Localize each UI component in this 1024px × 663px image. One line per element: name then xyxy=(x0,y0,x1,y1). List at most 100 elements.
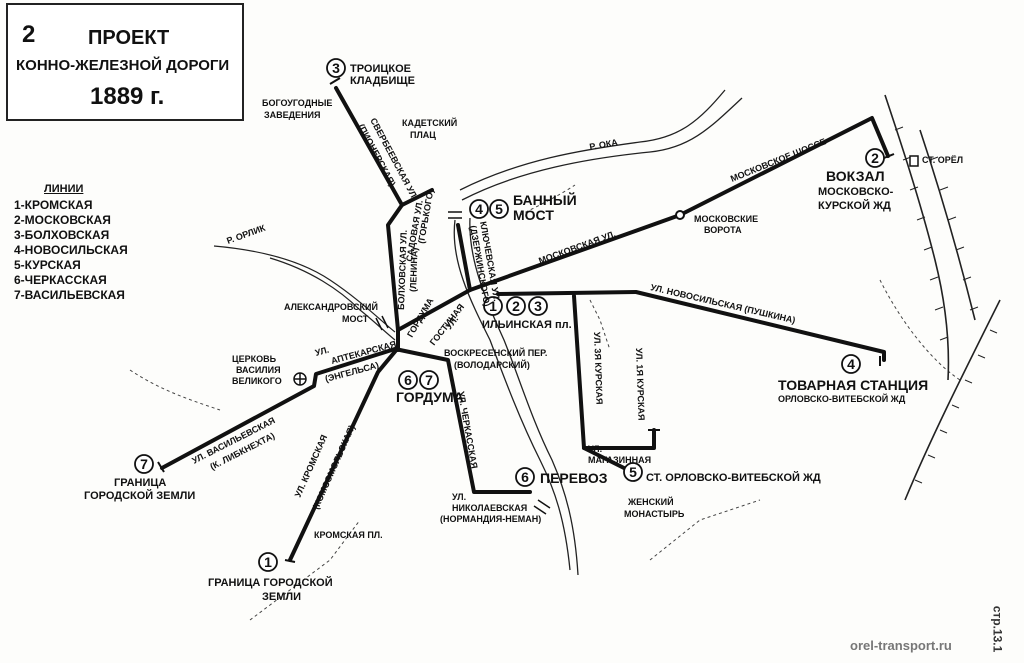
outskirt-roads xyxy=(129,184,961,621)
gorduma-number-7: 7 xyxy=(425,372,433,388)
street-cherkasskaya: УЛ. ЧЕРКАССКАЯ xyxy=(456,391,479,470)
page-number: стр.13.1 xyxy=(990,600,1022,660)
ilinsk-number-3: 3 xyxy=(534,298,542,314)
street-nikolaevskaya-1: УЛ. xyxy=(452,492,466,502)
alex-bridge-label-1: АЛЕКСАНДРОВСКИЙ xyxy=(284,301,378,312)
station-2-label-2: МОСКОВСКО- xyxy=(818,186,894,198)
legend-item: 2-МОСКОВСКАЯ xyxy=(14,213,111,227)
kromskaya-square-label: КРОМСКАЯ ПЛ. xyxy=(314,530,383,540)
legend-item: 7-ВАСИЛЬЕВСКАЯ xyxy=(14,288,125,302)
line-kurskaya xyxy=(572,294,656,450)
station-6-label: ПЕРЕВОЗ xyxy=(540,470,608,486)
convent-label-2: МОНАСТЫРЬ xyxy=(624,509,685,519)
gorduma-label: ГОРДУМА xyxy=(396,389,464,405)
station-5-number: 5 xyxy=(629,464,637,480)
title-number: 2 xyxy=(22,21,36,48)
kadet-label-2: ПЛАЦ xyxy=(410,130,436,140)
street-nikolaevskaya-2: НИКОЛАЕВСКАЯ xyxy=(452,503,527,513)
station-2-label-3: КУРСКОЙ ЖД xyxy=(818,199,891,212)
legend-item: 6-ЧЕРКАССКАЯ xyxy=(14,273,107,287)
station-3-label-2: КЛАДБИЩЕ xyxy=(350,75,415,87)
street-kurskaya-3: УЛ. 3Я КУРСКАЯ xyxy=(592,332,605,405)
page-number-text: стр.13.1 xyxy=(990,605,1005,653)
ilinsk-number-1: 1 xyxy=(489,298,497,314)
station-7-label-1: ГРАНИЦА xyxy=(114,477,166,489)
street-bolkhovskaya-2: (ЛЕНИНА) xyxy=(408,247,420,292)
railway-ties xyxy=(894,126,998,484)
source-watermark: orel-transport.ru xyxy=(850,638,952,653)
station-4-label-1: ТОВАРНАЯ СТАНЦИЯ xyxy=(778,377,928,393)
line-kromskaya xyxy=(288,346,400,562)
moscow-gate-label-1: МОСКОВСКИЕ xyxy=(694,214,758,224)
st-orel-label: СТ. ОРЁЛ xyxy=(922,155,963,165)
railway-lines xyxy=(884,94,1001,501)
line-klyuchevskaya xyxy=(456,223,472,292)
gorduma-number-6: 6 xyxy=(404,372,412,388)
legend-header: ЛИНИИ xyxy=(44,183,84,195)
st-orel-station-marker xyxy=(909,155,919,167)
church-label-1: ЦЕРКОВЬ xyxy=(232,354,277,364)
alex-bridge-label-2: МОСТ xyxy=(342,314,369,324)
bath-bridge-label-1: БАННЫЙ xyxy=(513,191,577,208)
line-vasilevskaya xyxy=(160,346,400,470)
legend-item: 5-КУРСКАЯ xyxy=(14,258,81,272)
ilinsk-square-label: ИЛЬИНСКАЯ пл. xyxy=(482,319,572,331)
street-moscow-shosse: МОСКОВСКОЕ ШОССЕ xyxy=(729,136,828,184)
station-7-label-2: ГОРОДСКОЙ ЗЕМЛИ xyxy=(84,489,195,502)
station-1-label-1: ГРАНИЦА ГОРОДСКОЙ xyxy=(208,576,333,589)
line-sadovaya xyxy=(400,188,434,207)
legend-item: 3-БОЛХОВСКАЯ xyxy=(14,228,110,242)
moscow-gate-marker xyxy=(675,210,685,220)
station-7-number: 7 xyxy=(140,456,148,472)
street-voskresenskiy-1: ВОСКРЕСЕНСКИЙ ПЕР. xyxy=(444,347,547,358)
bath-bridge-label-2: МОСТ xyxy=(513,207,554,223)
street-magazinnaya-2: МАГАЗИННАЯ xyxy=(588,455,651,465)
line-cherkasskaya xyxy=(398,348,532,494)
street-gorduma: ГОРДУМА xyxy=(405,296,436,339)
station-1-number: 1 xyxy=(264,554,272,570)
station-3-number: 3 xyxy=(332,60,340,76)
line-end-ticks xyxy=(157,77,895,563)
station-circles xyxy=(134,58,885,572)
title-box: 2 ПРОЕКТ КОННО-ЖЕЛЕЗНОЙ ДОРОГИ 1889 г. xyxy=(6,3,244,121)
ilinsk-number-2: 2 xyxy=(512,298,520,314)
station-3-label-1: ТРОИЦКОЕ xyxy=(350,63,411,75)
street-moskovskaya: МОСКОВСКАЯ УЛ. xyxy=(537,229,617,266)
kadet-label-1: КАДЕТСКИЙ xyxy=(402,117,457,128)
line-bolkhovskaya xyxy=(334,86,404,332)
line-novosilskaya xyxy=(496,290,886,362)
moscow-gate-label-2: ВОРОТА xyxy=(704,225,742,235)
street-novosilskaya: УЛ. НОВОСИЛЬСКАЯ (ПУШКИНА) xyxy=(650,282,797,325)
river-oka-label: Р. ОКА xyxy=(589,137,619,152)
bath-bridge-number-4: 4 xyxy=(475,201,483,217)
street-nikolaevskaya-3: (НОРМАНДИЯ-НЕМАН) xyxy=(440,514,541,524)
station-4-number: 4 xyxy=(847,356,855,372)
river-orlik xyxy=(213,245,396,341)
street-voskresenskiy-2: (ВОЛОДАРСКИЙ) xyxy=(454,359,530,370)
lines-legend: ЛИНИИ 1-КРОМСКАЯ 2-МОСКОВСКАЯ 3-БОЛХОВСК… xyxy=(14,183,154,303)
legend-item: 4-НОВОСИЛЬСКАЯ xyxy=(14,243,128,257)
bath-bridge-number-5: 5 xyxy=(495,201,503,217)
station-2-label-1: ВОКЗАЛ xyxy=(826,168,885,184)
bridges xyxy=(375,211,551,515)
station-2-number: 2 xyxy=(871,150,879,166)
street-magazinnaya-1: УЛ. xyxy=(588,444,602,454)
bogougodnye-label-2: ЗАВЕДЕНИЯ xyxy=(264,110,321,120)
church-label-3: ВЕЛИКОГО xyxy=(232,376,282,386)
title-line-1: ПРОЕКТ xyxy=(88,27,170,49)
church-icon xyxy=(293,372,307,386)
station-1-label-2: ЗЕМЛИ xyxy=(262,591,301,603)
street-kurskaya-1: УЛ. 1Я КУРСКАЯ xyxy=(634,348,647,421)
street-aptekarskaya-1: УЛ. xyxy=(314,345,330,358)
title-line-2: КОННО-ЖЕЛЕЗНОЙ ДОРОГИ xyxy=(16,57,230,74)
street-bolkhovskaya-1: БОЛХОВСКАЯ УЛ. xyxy=(396,230,409,310)
bogougodnye-label-1: БОГОУГОДНЫЕ xyxy=(262,98,332,108)
river-oka xyxy=(453,89,743,576)
station-5-label: СТ. ОРЛОВСКО-ВИТЕБСКОЙ ЖД xyxy=(646,471,821,484)
church-label-2: ВАСИЛИЯ xyxy=(236,365,281,375)
station-4-label-2: ОРЛОВСКО-ВИТЕБСКОЙ ЖД xyxy=(778,393,906,404)
convent-label-1: ЖЕНСКИЙ xyxy=(627,496,674,507)
title-year: 1889 г. xyxy=(90,83,165,110)
